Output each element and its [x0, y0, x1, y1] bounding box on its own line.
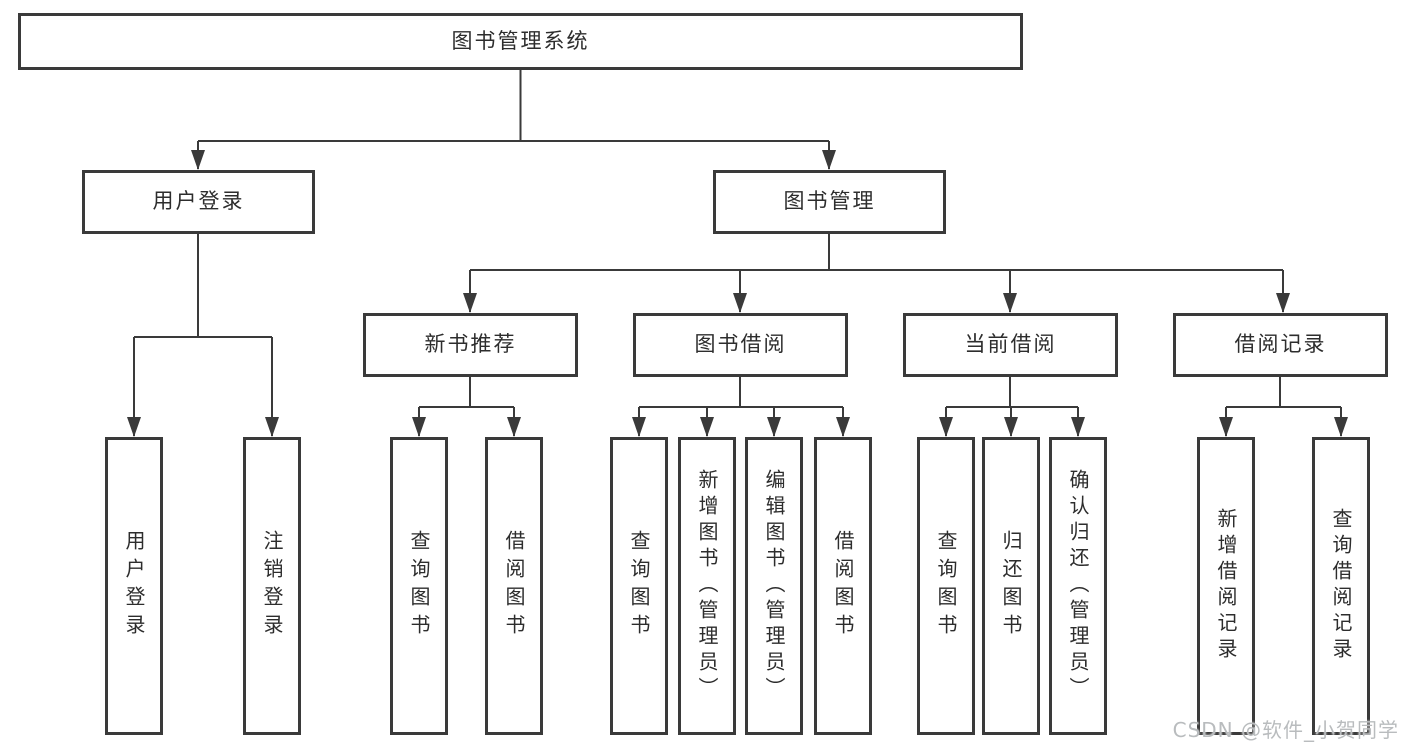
- node-borrowing-records: 借阅记录: [1173, 313, 1388, 377]
- node-user-login-branch: 用户登录: [82, 170, 315, 234]
- node-new-book-recommend: 新书推荐: [363, 313, 578, 377]
- node-leaf-bb-edit-books-admin: 编辑图书（管理员）: [745, 437, 803, 735]
- node-leaf-bb-add-books-admin: 新增图书（管理员）: [678, 437, 736, 735]
- node-leaf-logout: 注销登录: [243, 437, 301, 735]
- node-book-borrowing: 图书借阅: [633, 313, 848, 377]
- node-leaf-cb-confirm-return-admin: 确认归还（管理员）: [1049, 437, 1107, 735]
- node-library-management-system: 图书管理系统: [18, 13, 1023, 70]
- node-leaf-br-add-record: 新增借阅记录: [1197, 437, 1255, 735]
- node-current-borrowing: 当前借阅: [903, 313, 1118, 377]
- node-leaf-nb-query-books: 查询图书: [390, 437, 448, 735]
- node-leaf-user-login: 用户登录: [105, 437, 163, 735]
- node-leaf-bb-borrow-books: 借阅图书: [814, 437, 872, 735]
- node-leaf-nb-borrow-books: 借阅图书: [485, 437, 543, 735]
- node-book-management-branch: 图书管理: [713, 170, 946, 234]
- node-leaf-cb-query-books: 查询图书: [917, 437, 975, 735]
- node-leaf-cb-return-books: 归还图书: [982, 437, 1040, 735]
- node-leaf-bb-query-books: 查询图书: [610, 437, 668, 735]
- node-leaf-br-query-record: 查询借阅记录: [1312, 437, 1370, 735]
- watermark-csdn: CSDN @软件_小贺同学: [1172, 718, 1399, 742]
